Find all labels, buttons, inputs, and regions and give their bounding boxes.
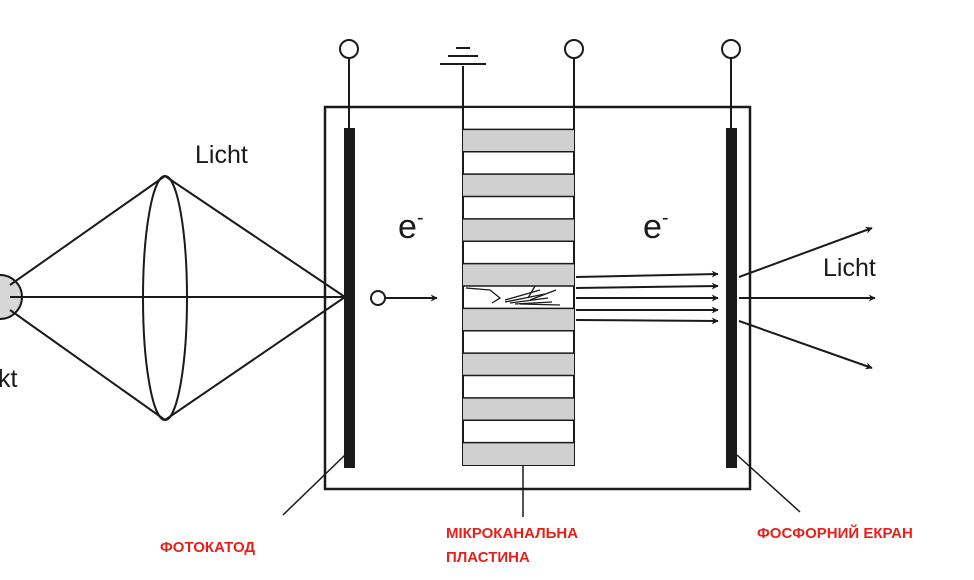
mcp-label-line1: МІКРОКАНАЛЬНА xyxy=(446,525,578,542)
multiplied-electron-arrows xyxy=(575,270,719,325)
output-light-arrows xyxy=(738,226,876,370)
light-out-label: Licht xyxy=(823,254,876,282)
microchannel-plate xyxy=(462,106,575,466)
phosphor-screen-plate xyxy=(726,128,737,468)
photocathode-terminal xyxy=(339,39,359,59)
phosphor-terminal xyxy=(721,39,741,59)
electron-circle xyxy=(370,290,386,306)
mcp-label-line2: ПЛАСТИНА xyxy=(446,549,530,566)
mcp-channel-band xyxy=(463,397,574,421)
mcp-channel-band xyxy=(463,129,574,152)
photocathode-plate xyxy=(344,128,355,468)
mcp-channel-band xyxy=(463,263,574,286)
electron-label-left: e- xyxy=(398,207,424,246)
mcp-channels xyxy=(463,128,574,465)
mcp-channel-band xyxy=(463,442,574,465)
mcp-channel-band xyxy=(463,353,574,376)
mcp-channel-band xyxy=(463,174,574,197)
lens xyxy=(142,175,188,421)
mcp-output-terminal xyxy=(564,39,584,59)
object-label-fragment: kt xyxy=(0,365,18,393)
mcp-channel-band xyxy=(463,308,574,331)
electron-cascade xyxy=(465,285,561,306)
electron-label-right: e- xyxy=(643,207,669,246)
phosphor-screen-label: ФОСФОРНИЙ ЕКРАН xyxy=(757,524,913,542)
ground-symbol-icon xyxy=(440,47,486,65)
light-rays xyxy=(9,175,346,421)
photocathode-label: ФОТОКАТОД xyxy=(160,539,255,556)
mcp-channel-band xyxy=(463,218,574,242)
light-in-label: Licht xyxy=(195,141,248,169)
leader-lines xyxy=(282,454,801,517)
